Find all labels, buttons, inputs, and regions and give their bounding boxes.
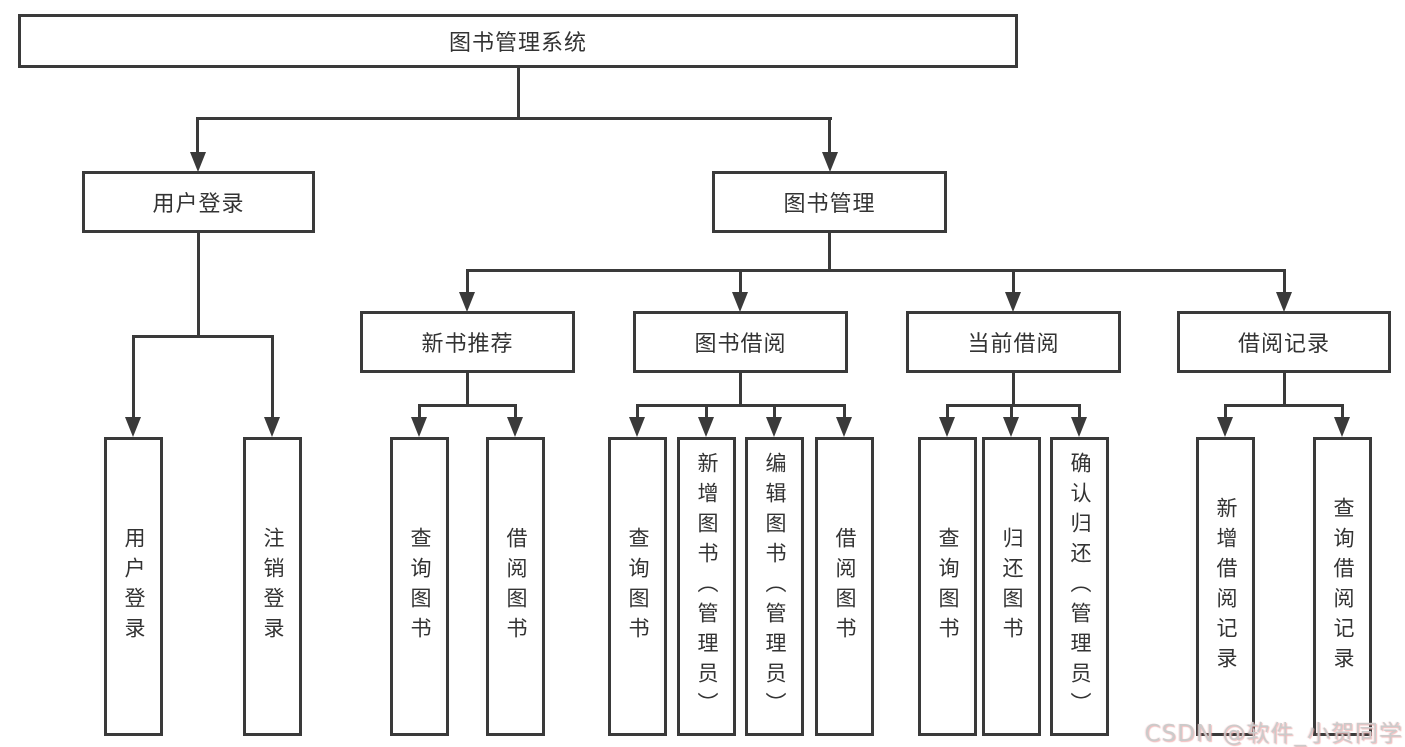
connector-line: [946, 404, 1080, 407]
arrow-head-icon: [766, 417, 782, 437]
connector-line: [1283, 269, 1286, 295]
connector-line: [636, 404, 846, 407]
node-bor-borrow-book-label: 借阅图书: [833, 526, 857, 647]
connector-line: [1341, 404, 1344, 419]
connector-line: [1078, 404, 1081, 419]
connector-line: [739, 269, 742, 295]
connector-line: [466, 373, 469, 406]
arrow-head-icon: [836, 417, 852, 437]
node-current-borrow: 当前借阅: [906, 311, 1121, 373]
connector-line: [705, 404, 708, 419]
node-cur-confirm-return-label: 确认归还（管理员）: [1068, 451, 1092, 722]
connector-line: [197, 233, 200, 335]
node-logout-label: 注销登录: [261, 526, 285, 647]
arrow-head-icon: [1217, 417, 1233, 437]
node-rec-borrow-book-label: 借阅图书: [504, 526, 528, 647]
connector-line: [1012, 373, 1015, 406]
connector-line: [828, 233, 831, 271]
arrow-head-icon: [1276, 292, 1292, 312]
node-login: 用户登录: [104, 437, 163, 736]
node-logout: 注销登录: [243, 437, 302, 736]
node-bor-edit-book: 编辑图书（管理员）: [745, 437, 804, 736]
arrow-head-icon: [264, 417, 280, 437]
node-bor-query-book: 查询图书: [608, 437, 667, 736]
connector-line: [1224, 404, 1344, 407]
node-cur-query-book: 查询图书: [918, 437, 977, 736]
connector-line: [1224, 404, 1227, 419]
node-rd-add-record: 新增借阅记录: [1196, 437, 1255, 736]
node-book-mgmt-system: 图书管理系统: [18, 14, 1018, 68]
arrow-head-icon: [190, 152, 206, 172]
connector-line: [517, 68, 520, 118]
node-rec-borrow-book: 借阅图书: [486, 437, 545, 736]
node-cur-query-book-label: 查询图书: [936, 526, 960, 647]
node-bor-add-book-label: 新增图书（管理员）: [695, 451, 719, 722]
connector-line: [418, 404, 421, 419]
node-bor-borrow-book: 借阅图书: [815, 437, 874, 736]
csdn-watermark: CSDN @软件_小贺同学: [1144, 721, 1403, 747]
arrow-head-icon: [1005, 292, 1021, 312]
arrow-head-icon: [629, 417, 645, 437]
node-cur-confirm-return: 确认归还（管理员）: [1050, 437, 1109, 736]
node-rec-query-book: 查询图书: [390, 437, 449, 736]
connector-line: [271, 335, 274, 419]
arrow-head-icon: [822, 152, 838, 172]
arrow-head-icon: [732, 292, 748, 312]
arrow-head-icon: [1071, 417, 1087, 437]
connector-line: [843, 404, 846, 419]
node-rd-add-record-label: 新增借阅记录: [1214, 496, 1238, 677]
node-login-label: 用户登录: [122, 526, 146, 647]
connector-line: [828, 117, 831, 155]
connector-line: [132, 335, 135, 419]
node-cur-return-book-label: 归还图书: [1000, 526, 1024, 647]
node-borrow-records: 借阅记录: [1177, 311, 1391, 373]
arrow-head-icon: [507, 417, 523, 437]
node-bor-query-book-label: 查询图书: [626, 526, 650, 647]
connector-line: [418, 404, 517, 407]
connector-line: [197, 117, 832, 120]
connector-line: [466, 269, 1286, 272]
node-cur-return-book: 归还图书: [982, 437, 1041, 736]
node-rd-query-record: 查询借阅记录: [1313, 437, 1372, 736]
arrow-head-icon: [1334, 417, 1350, 437]
node-new-book-rec: 新书推荐: [360, 311, 575, 373]
arrow-head-icon: [1003, 417, 1019, 437]
node-rd-query-record-label: 查询借阅记录: [1331, 496, 1355, 677]
node-user-login: 用户登录: [82, 171, 315, 233]
connector-line: [946, 404, 949, 419]
node-rec-query-book-label: 查询图书: [408, 526, 432, 647]
arrow-head-icon: [459, 292, 475, 312]
node-bor-add-book: 新增图书（管理员）: [677, 437, 736, 736]
connector-line: [636, 404, 639, 419]
connector-line: [1010, 404, 1013, 419]
connector-line: [132, 335, 274, 338]
node-bor-edit-book-label: 编辑图书（管理员）: [763, 451, 787, 722]
connector-line: [739, 373, 742, 406]
connector-line: [773, 404, 776, 419]
connector-line: [514, 404, 517, 419]
arrow-head-icon: [698, 417, 714, 437]
arrow-head-icon: [125, 417, 141, 437]
arrow-head-icon: [939, 417, 955, 437]
connector-line: [196, 117, 199, 155]
connector-line: [1283, 373, 1286, 406]
connector-line: [1012, 269, 1015, 295]
node-book-mgmt: 图书管理: [712, 171, 947, 233]
node-book-borrow: 图书借阅: [633, 311, 848, 373]
connector-line: [466, 269, 469, 295]
arrow-head-icon: [411, 417, 427, 437]
